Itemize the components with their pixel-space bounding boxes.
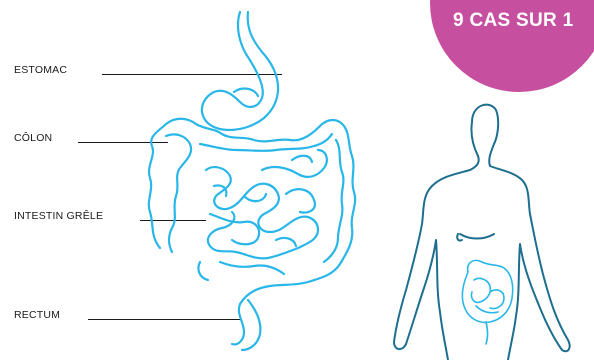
body-organs-inset — [462, 260, 512, 344]
stomach — [202, 12, 278, 130]
rectum — [242, 300, 260, 350]
